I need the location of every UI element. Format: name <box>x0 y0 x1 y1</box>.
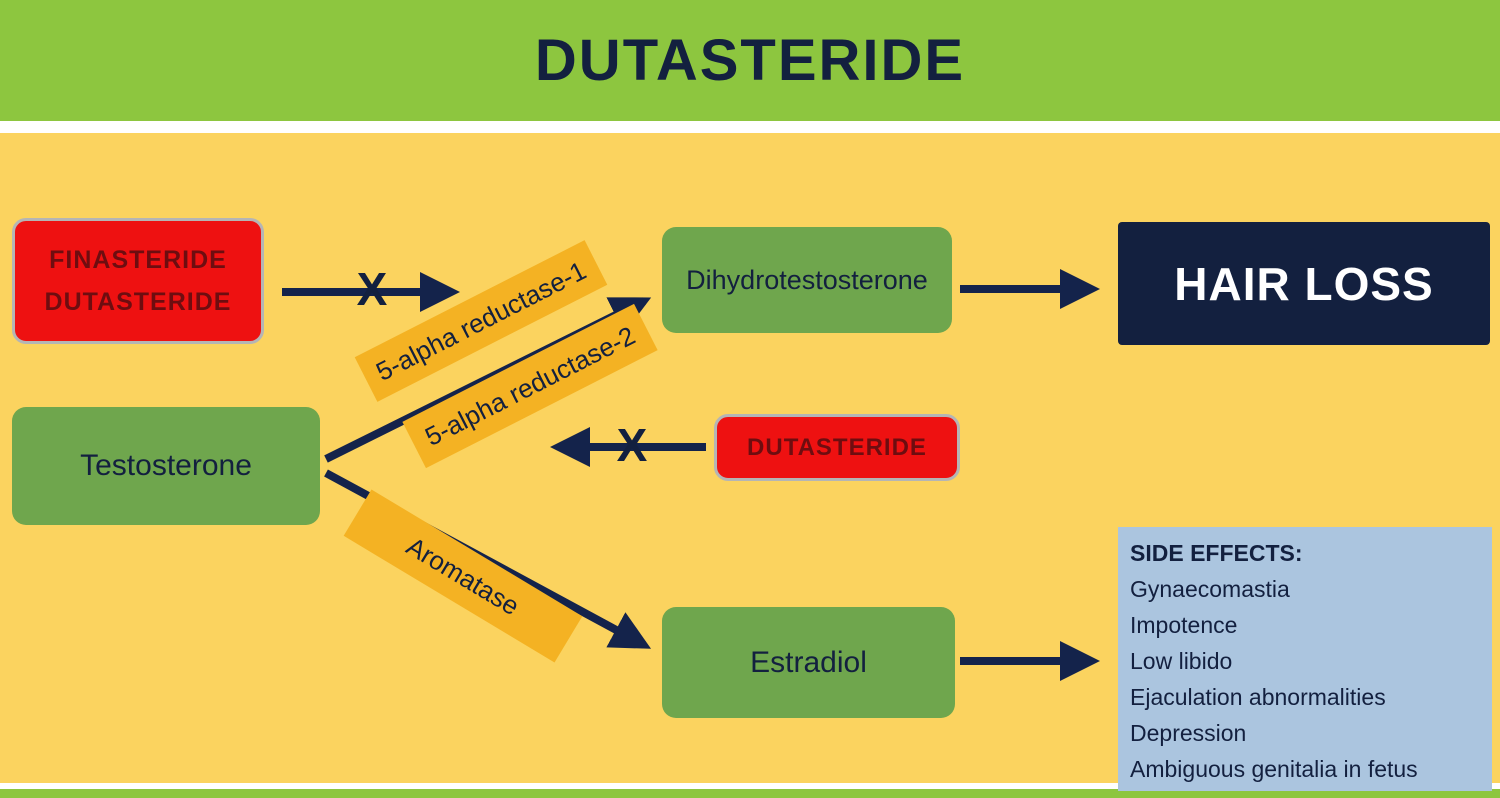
node-dutasteride-line: DUTASTERIDE <box>44 288 232 316</box>
node-dutasteride-inhibitor-label: DUTASTERIDE <box>747 433 927 461</box>
node-dutasteride-inhibitor: DUTASTERIDE <box>714 414 960 481</box>
block-x-top-text: X <box>356 263 388 315</box>
side-effect-item: Impotence <box>1130 612 1238 638</box>
side-effects-heading: SIDE EFFECTS: <box>1130 540 1303 566</box>
node-testosterone: Testosterone <box>12 407 320 525</box>
side-effect-item: Ejaculation abnormalities <box>1130 684 1386 710</box>
side-effect-item: Ambiguous genitalia in fetus <box>1130 756 1418 782</box>
page-title: DUTASTERIDE <box>534 28 966 93</box>
node-finasteride-line: FINASTERIDE <box>49 245 227 274</box>
block-x-mid: X <box>610 418 654 472</box>
node-estradiol-label: Estradiol <box>750 645 867 679</box>
node-hair-loss: HAIR LOSS <box>1118 222 1490 345</box>
side-effect-item: Gynaecomastia <box>1130 576 1290 602</box>
side-effects-box: SIDE EFFECTS: Gynaecomastia Impotence Lo… <box>1118 527 1492 791</box>
node-estradiol: Estradiol <box>662 607 955 718</box>
node-testosterone-label: Testosterone <box>80 449 252 482</box>
title-banner: DUTASTERIDE <box>0 0 1500 127</box>
node-dihydrotestosterone: Dihydrotestosterone <box>662 227 952 333</box>
node-dihydrotestosterone-label: Dihydrotestosterone <box>686 264 928 295</box>
block-x-mid-text: X <box>616 419 648 471</box>
side-effect-item: Low libido <box>1130 648 1233 674</box>
node-hair-loss-label: HAIR LOSS <box>1174 257 1434 310</box>
bottom-green-strip <box>0 789 1500 798</box>
node-finasteride-dutasteride: FINASTERIDE DUTASTERIDE <box>12 218 264 344</box>
block-x-top: X <box>350 262 394 316</box>
side-effect-item: Depression <box>1130 720 1247 746</box>
